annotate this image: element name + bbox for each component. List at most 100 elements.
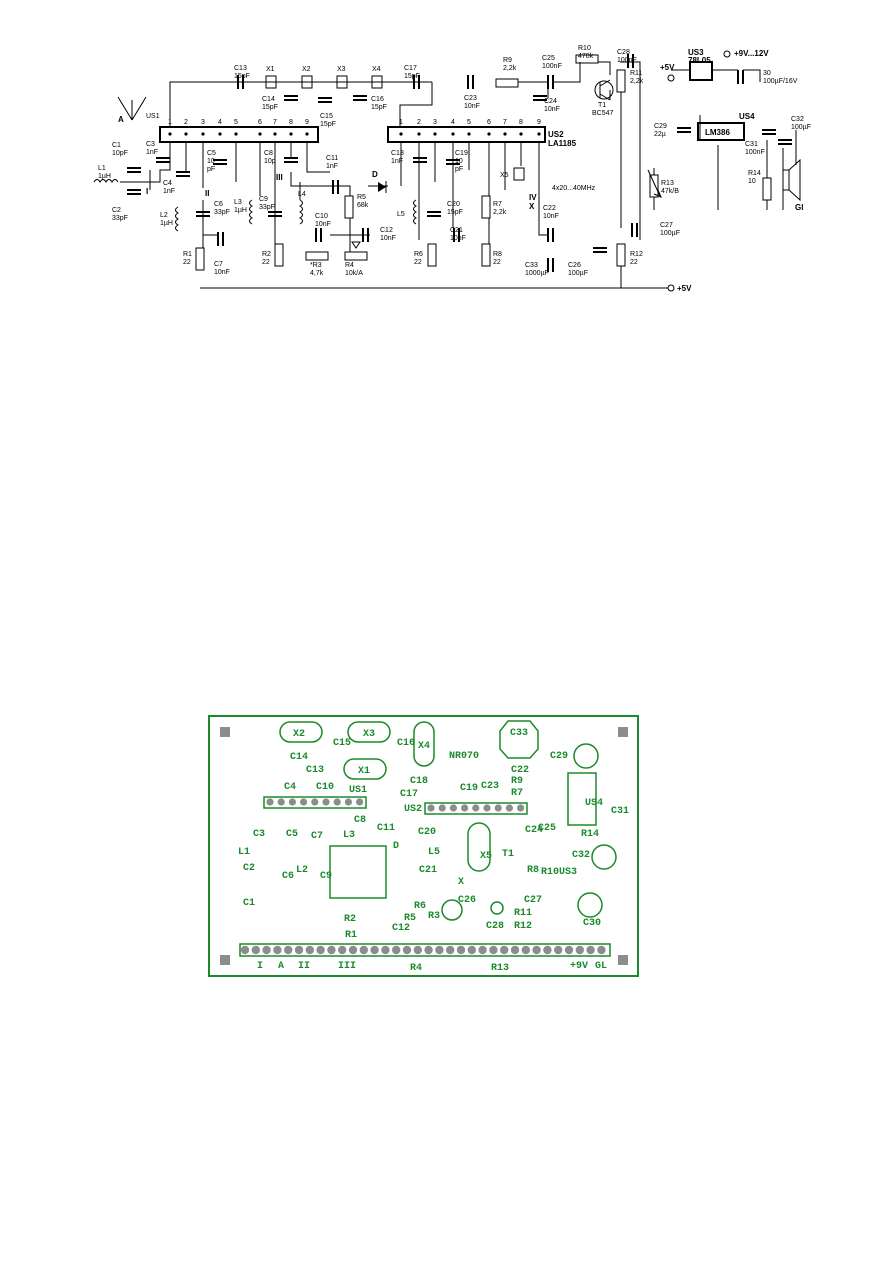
us4-ref: US4 xyxy=(739,112,755,121)
value-c7: 10nF xyxy=(214,269,230,276)
ref-c27: C27 xyxy=(660,222,673,229)
pcb-label-c20: C20 xyxy=(418,827,436,838)
value-c33: 1000µF xyxy=(525,270,549,277)
ref-c31: C31 xyxy=(745,141,758,148)
us1-header xyxy=(263,796,367,809)
value-c29: 22µ xyxy=(654,131,666,138)
ref-r2: R2 xyxy=(262,251,271,258)
pcb-edge-label-4: R4 xyxy=(410,963,422,974)
value-c11: 1nF xyxy=(326,163,338,170)
crystal-x5-icon xyxy=(513,167,525,181)
pcb-label-x4: X4 xyxy=(418,741,430,752)
svg-text:2: 2 xyxy=(184,119,188,126)
pcb-label-c18: C18 xyxy=(410,776,428,787)
ref-c8: C8 xyxy=(264,150,273,157)
pcb-label-r2: R2 xyxy=(344,914,356,925)
value-c10: 10nF xyxy=(315,221,331,228)
potentiometer-r13-icon xyxy=(647,169,662,198)
ref-r7: R7 xyxy=(493,201,502,208)
pcb-label-c27: C27 xyxy=(524,895,542,906)
t1-ref: T1 xyxy=(598,102,606,109)
ref-r4: R4 xyxy=(345,262,354,269)
us3-part: 78L05 xyxy=(688,56,711,65)
pcb-label-r12: R12 xyxy=(514,921,532,932)
speaker-label: Gl xyxy=(795,203,803,212)
value-r10: 470k xyxy=(578,53,594,60)
value-c18: 1nF xyxy=(391,158,403,165)
pcb-label-r9: R9 xyxy=(511,776,523,787)
pcb-label-c1: C1 xyxy=(243,898,255,909)
t1-part: BC547 xyxy=(592,110,614,117)
pcb-label-x2: X2 xyxy=(293,729,305,740)
pcb-edge-label-3: III xyxy=(338,961,356,972)
value-c6: 33pF xyxy=(214,209,230,216)
ref-c25: C25 xyxy=(542,55,555,62)
value-c19b: pF xyxy=(455,166,463,173)
ref-c24: C24 xyxy=(544,98,557,105)
pcb-label-c9: C9 xyxy=(320,871,332,882)
pcb-label-l1: L1 xyxy=(238,847,250,858)
us3-ref: US3 xyxy=(688,48,704,57)
speaker-icon xyxy=(782,158,801,202)
value-r9: 2,2k xyxy=(503,65,517,72)
us2-ic-body xyxy=(387,126,546,143)
pcb-edge-label-0: I xyxy=(257,961,263,972)
pcb-label-l2: L2 xyxy=(296,865,308,876)
pcb-label-r7: R7 xyxy=(511,788,523,799)
capacitor-symbols xyxy=(127,54,792,272)
ref-r5: R5 xyxy=(357,194,366,201)
ref-c32: C32 xyxy=(791,116,804,123)
ref-c4: C4 xyxy=(163,180,172,187)
pcb-label-c3: C3 xyxy=(253,829,265,840)
pcb-label-c33: C33 xyxy=(510,728,528,739)
pcb-label-t1: T1 xyxy=(502,849,514,860)
ref-c5: C5 xyxy=(207,150,216,157)
svg-text:8: 8 xyxy=(289,119,293,126)
ref-l3: L3 xyxy=(234,199,242,206)
pcb-label-c32: C32 xyxy=(572,850,590,861)
ref-r14: R14 xyxy=(748,170,761,177)
plus5v-label-top: +5V xyxy=(660,63,675,72)
value-l1: 1µH xyxy=(98,173,111,180)
point-x: X xyxy=(529,202,535,211)
svg-text:3: 3 xyxy=(433,119,437,126)
ref-c21: C21 xyxy=(450,227,463,234)
pcb-label-r14: R14 xyxy=(581,829,599,840)
svg-text:9: 9 xyxy=(305,119,309,126)
pcb-label-c5: C5 xyxy=(286,829,298,840)
ref-c26: C26 xyxy=(568,262,581,269)
point-ii: II xyxy=(205,189,209,198)
pcb-label-c6: C6 xyxy=(282,871,294,882)
pcb-mounting-pads xyxy=(220,727,628,965)
ref-c11: C11 xyxy=(326,155,338,162)
value-c17: 15pF xyxy=(404,73,420,80)
pcb-edge-label-5: R13 xyxy=(491,963,509,974)
value-r12: 22 xyxy=(630,259,638,266)
pcb-label-r8: R8 xyxy=(527,865,539,876)
value-c21: 10nF xyxy=(450,235,466,242)
point-i: I xyxy=(146,187,148,196)
svg-text:7: 7 xyxy=(503,119,507,126)
value-c1: 10pF xyxy=(112,150,128,157)
vin-label: +9V...12V xyxy=(734,49,769,58)
receiver-schematic: US2 LA1185 US1 1 2 3 4 5 6 7 8 9 1 2 3 4… xyxy=(93,45,811,293)
value-l3: 1µH xyxy=(234,207,247,214)
pcb-label-l5: L5 xyxy=(428,847,440,858)
value-c13: 15pF xyxy=(234,73,250,80)
value-c31: 100nF xyxy=(745,149,765,156)
value-c14: 15pF xyxy=(262,104,278,111)
component-labels: C110pFC233pFC31nFC41nFC510pFC633pFC710nF… xyxy=(98,45,811,277)
ic-pin-dots xyxy=(168,132,541,136)
ref-c28: C28 xyxy=(617,49,630,56)
ref-c23: C23 xyxy=(464,95,477,102)
pcb-label-c13: C13 xyxy=(306,765,324,776)
pcb-ic-pads xyxy=(266,798,525,812)
ref-r9: R9 xyxy=(503,57,512,64)
pcb-label-r10: R10 xyxy=(541,867,559,878)
pcb-crystal-outlines xyxy=(279,720,617,921)
value-r13: 47k/B xyxy=(661,188,679,195)
value-r14: 10 xyxy=(748,178,756,185)
pcb-title: NR070 xyxy=(449,751,479,762)
value-r3: 4,7k xyxy=(310,270,324,277)
